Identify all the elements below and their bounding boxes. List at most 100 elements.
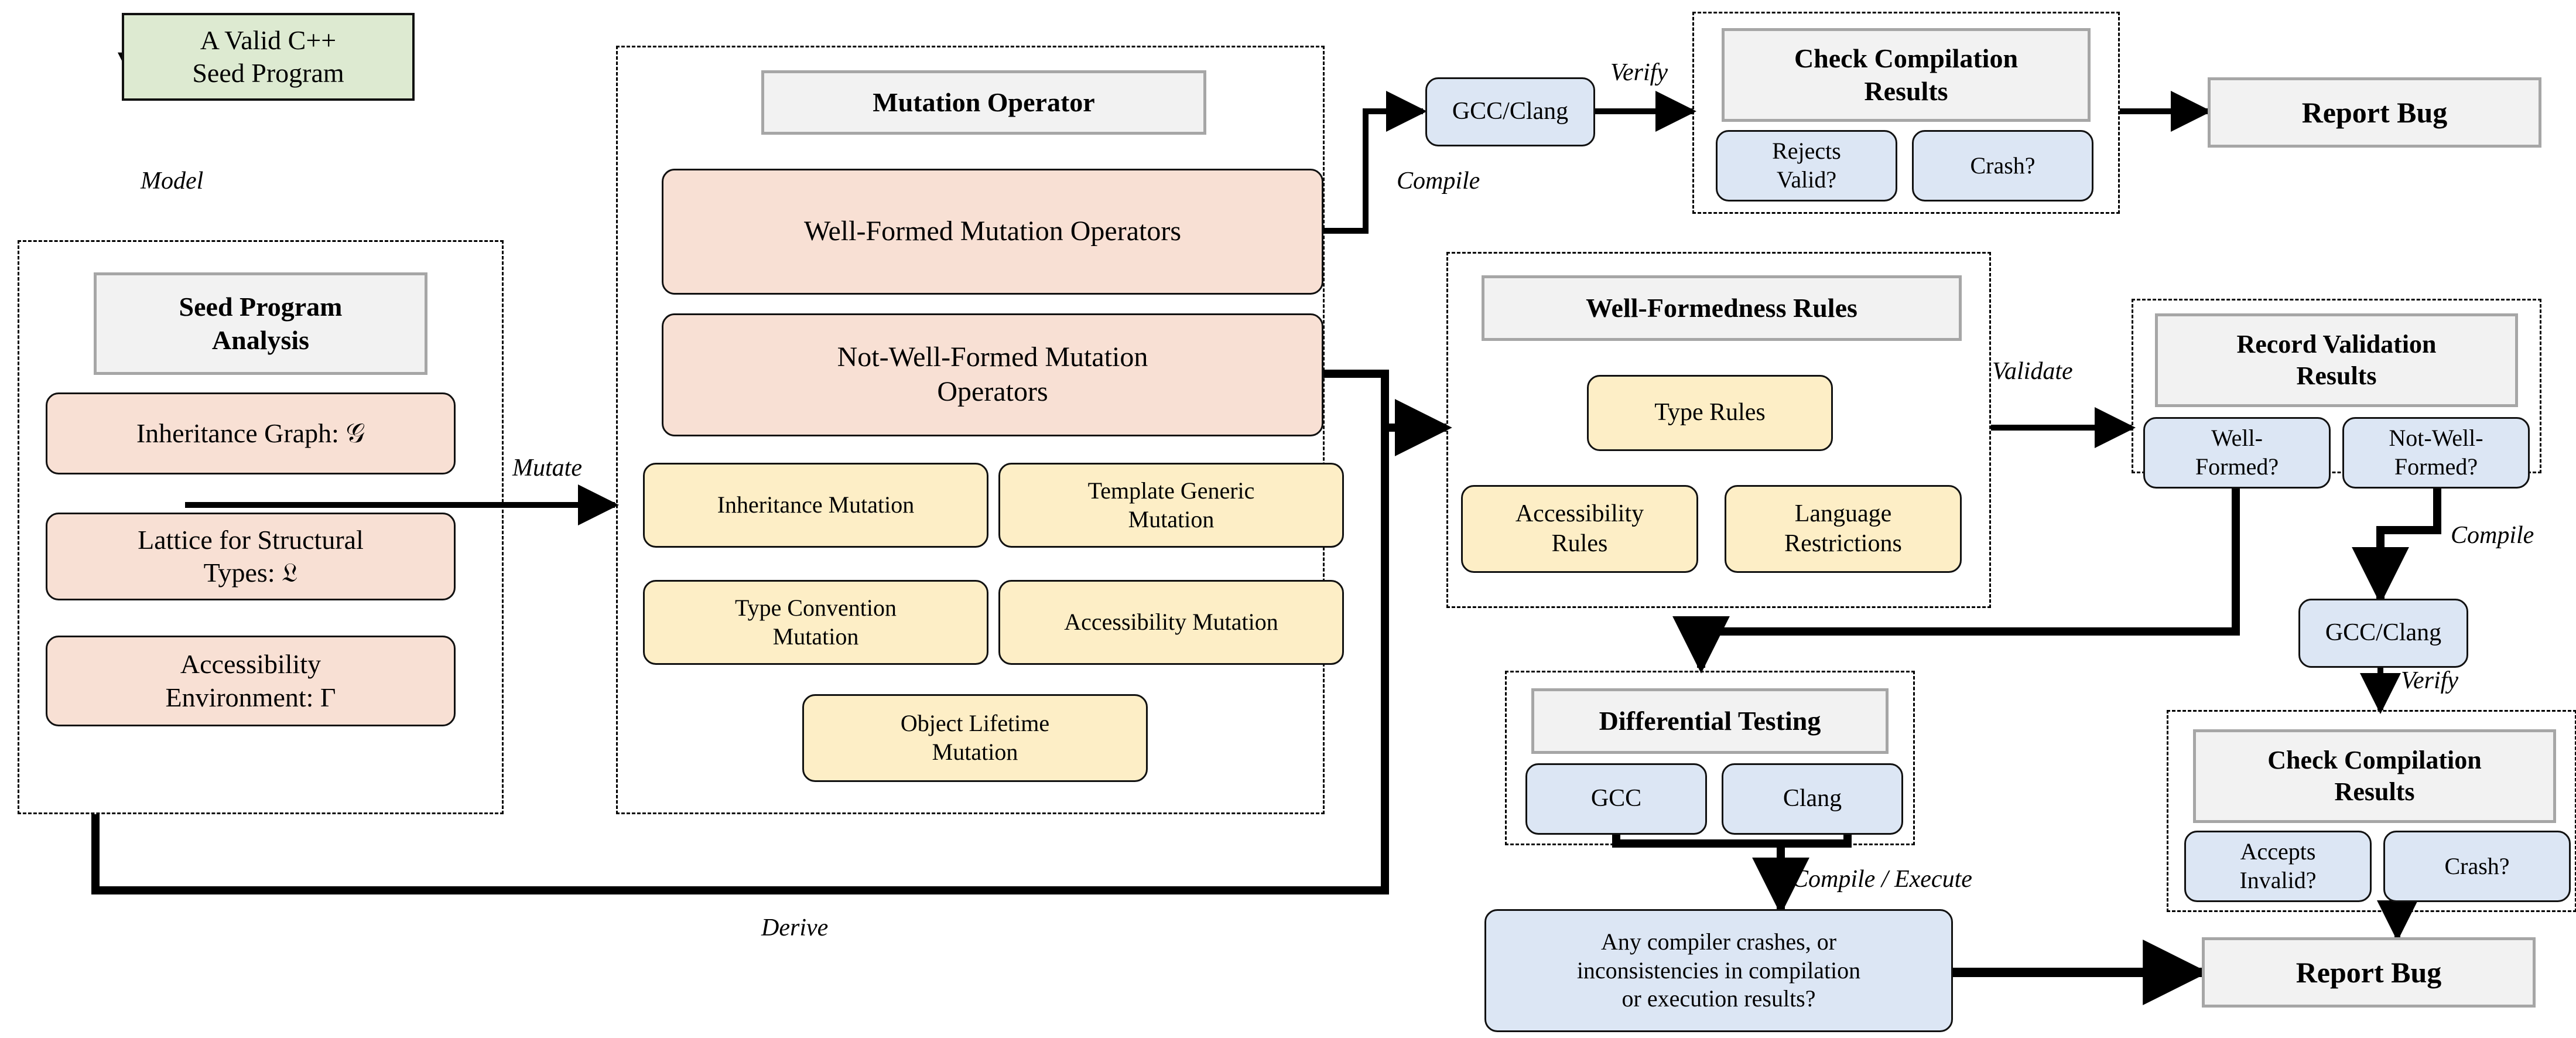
well-formed-mutation-operators-box[interactable]: Well-Formed Mutation Operators [662, 169, 1323, 295]
check-top-item-crash[interactable]: Crash? [1912, 130, 2093, 202]
rules-item-accessibility-rules[interactable]: Accessibility Rules [1461, 485, 1698, 573]
record-item-line1: Not-Well- [2389, 425, 2483, 452]
not-well-formed-ops-label-line1: Not-Well-Formed Mutation [837, 342, 1148, 373]
differential-testing-header: Differential Testing [1531, 688, 1889, 754]
sub-op-template-generic-mutation[interactable]: Template Generic Mutation [998, 463, 1344, 548]
rules-item-line1: Language [1794, 500, 1892, 527]
compiler-box-top[interactable]: GCC/Clang [1425, 77, 1595, 146]
record-item-line2: Formed? [2394, 453, 2478, 480]
check-bottom-item-crash[interactable]: Crash? [2383, 831, 2571, 902]
check-bottom-header-line2: Results [2334, 777, 2415, 806]
compiler-top-label: GCC/Clang [1452, 98, 1569, 125]
sub-op-accessibility-mutation[interactable]: Accessibility Mutation [998, 580, 1344, 665]
check-compilation-results-panel-bottom [2167, 710, 2576, 912]
not-well-formed-ops-label-line2: Operators [937, 376, 1048, 407]
sub-op-label: Accessibility Mutation [1064, 609, 1278, 636]
record-validation-header: Record Validation Results [2155, 313, 2518, 407]
seed-program-line2: Seed Program [192, 58, 344, 88]
sub-op-inheritance-mutation[interactable]: Inheritance Mutation [643, 463, 988, 548]
sub-op-label-line2: Mutation [932, 739, 1018, 765]
sub-op-label-line2: Mutation [1128, 506, 1215, 532]
record-item-not-well-formed[interactable]: Not-Well- Formed? [2342, 417, 2530, 489]
compiler-right-label: GCC/Clang [2325, 619, 2442, 647]
check-top-item-line1: Rejects [1772, 138, 1841, 165]
edge-label-verify-right: Verify [2401, 667, 2458, 694]
check-bottom-item-accepts-invalid[interactable]: Accepts Invalid? [2184, 831, 2372, 902]
oracle-line3: or execution results? [1621, 985, 1816, 1012]
rules-header-label: Well-Formedness Rules [1586, 292, 1857, 323]
edge-label-derive: Derive [761, 914, 829, 941]
report-bug-box-top[interactable]: Report Bug [2208, 77, 2541, 148]
edge-label-compile-execute: Compile / Execute [1792, 866, 1972, 893]
analysis-item-label-line2: Environment: Γ [165, 682, 336, 712]
report-bug-bottom-label: Report Bug [2296, 955, 2442, 989]
sub-op-label-line1: Object Lifetime [900, 710, 1050, 737]
well-formedness-rules-panel [1446, 252, 1991, 608]
check-bottom-header-line1: Check Compilation [2267, 746, 2482, 775]
check-top-item-label: Crash? [1970, 152, 2036, 179]
record-item-line1: Well- [2211, 425, 2263, 452]
check-compilation-header-bottom: Check Compilation Results [2193, 729, 2556, 823]
check-bottom-item-line2: Invalid? [2239, 867, 2317, 893]
analysis-header-line1: Seed Program [179, 292, 343, 322]
analysis-header-line2: Analysis [211, 325, 310, 355]
oracle-line1: Any compiler crashes, or [1600, 928, 1837, 955]
edge-label-compile-top: Compile [1397, 168, 1480, 194]
sub-op-type-convention-mutation[interactable]: Type Convention Mutation [643, 580, 988, 665]
rules-item-language-restrictions[interactable]: Language Restrictions [1725, 485, 1962, 573]
check-top-header-line1: Check Compilation [1794, 43, 2019, 73]
rules-item-label: Type Rules [1654, 399, 1766, 426]
rules-item-line2: Restrictions [1784, 530, 1902, 557]
differential-item-clang[interactable]: Clang [1722, 763, 1903, 835]
check-bottom-item-label: Crash? [2444, 852, 2510, 879]
oracle-question-box[interactable]: Any compiler crashes, or inconsistencies… [1484, 909, 1953, 1032]
edge-label-mutate: Mutate [512, 455, 582, 482]
analysis-item-accessibility-env[interactable]: Accessibility Environment: Γ [46, 636, 456, 726]
check-top-item-rejects-valid[interactable]: Rejects Valid? [1716, 130, 1897, 202]
analysis-item-label-line1: Accessibility [180, 649, 321, 680]
rules-item-type-rules[interactable]: Type Rules [1587, 375, 1833, 451]
record-item-line2: Formed? [2195, 453, 2279, 480]
analysis-item-label-line2: Types: 𝔏 [203, 558, 298, 588]
record-header-line2: Results [2296, 361, 2377, 390]
check-compilation-header-top: Check Compilation Results [1722, 28, 2091, 122]
report-bug-box-bottom[interactable]: Report Bug [2202, 937, 2536, 1008]
record-validation-results-panel [2132, 299, 2541, 473]
sub-op-object-lifetime-mutation[interactable]: Object Lifetime Mutation [802, 694, 1148, 782]
record-item-well-formed[interactable]: Well- Formed? [2143, 417, 2331, 489]
oracle-line2: inconsistencies in compilation [1576, 957, 1861, 984]
sub-op-label-line1: Template Generic [1087, 477, 1255, 504]
compiler-box-right[interactable]: GCC/Clang [2298, 599, 2468, 668]
report-bug-top-label: Report Bug [2301, 95, 2448, 129]
differential-item-label: Clang [1783, 785, 1842, 812]
analysis-item-lattice[interactable]: Lattice for Structural Types: 𝔏 [46, 513, 456, 600]
mutation-header-label: Mutation Operator [873, 87, 1095, 117]
check-top-item-line2: Valid? [1776, 166, 1837, 193]
seed-program-analysis-header: Seed Program Analysis [94, 272, 427, 375]
record-header-line1: Record Validation [2236, 330, 2437, 359]
differential-item-gcc[interactable]: GCC [1525, 763, 1707, 835]
edge-label-verify-top: Verify [1610, 59, 1668, 86]
well-formed-ops-label: Well-Formed Mutation Operators [804, 216, 1181, 247]
analysis-item-label: Inheritance Graph: 𝒢 [136, 418, 365, 448]
sub-op-label-line1: Type Convention [734, 594, 897, 621]
seed-program-analysis-panel [18, 240, 504, 814]
rules-item-line1: Accessibility [1515, 500, 1644, 527]
mutation-operator-header: Mutation Operator [761, 70, 1206, 135]
differential-testing-panel [1505, 671, 1915, 845]
check-top-header-line2: Results [1864, 76, 1948, 106]
well-formedness-rules-header: Well-Formedness Rules [1482, 275, 1962, 341]
edge-label-validate: Validate [1992, 358, 2073, 385]
not-well-formed-mutation-operators-box[interactable]: Not-Well-Formed Mutation Operators [662, 313, 1323, 436]
analysis-item-label-line1: Lattice for Structural [138, 524, 364, 555]
seed-program-line1: A Valid C++ [200, 25, 337, 55]
edge-label-model: Model [141, 168, 204, 194]
differential-item-label: GCC [1590, 785, 1642, 812]
seed-program-box[interactable]: A Valid C++ Seed Program [122, 13, 415, 101]
analysis-item-inheritance-graph[interactable]: Inheritance Graph: 𝒢 [46, 392, 456, 474]
check-bottom-item-line1: Accepts [2240, 838, 2316, 865]
mutation-operator-panel [616, 46, 1325, 814]
differential-header-label: Differential Testing [1599, 705, 1821, 736]
check-compilation-results-panel-top [1692, 12, 2120, 214]
